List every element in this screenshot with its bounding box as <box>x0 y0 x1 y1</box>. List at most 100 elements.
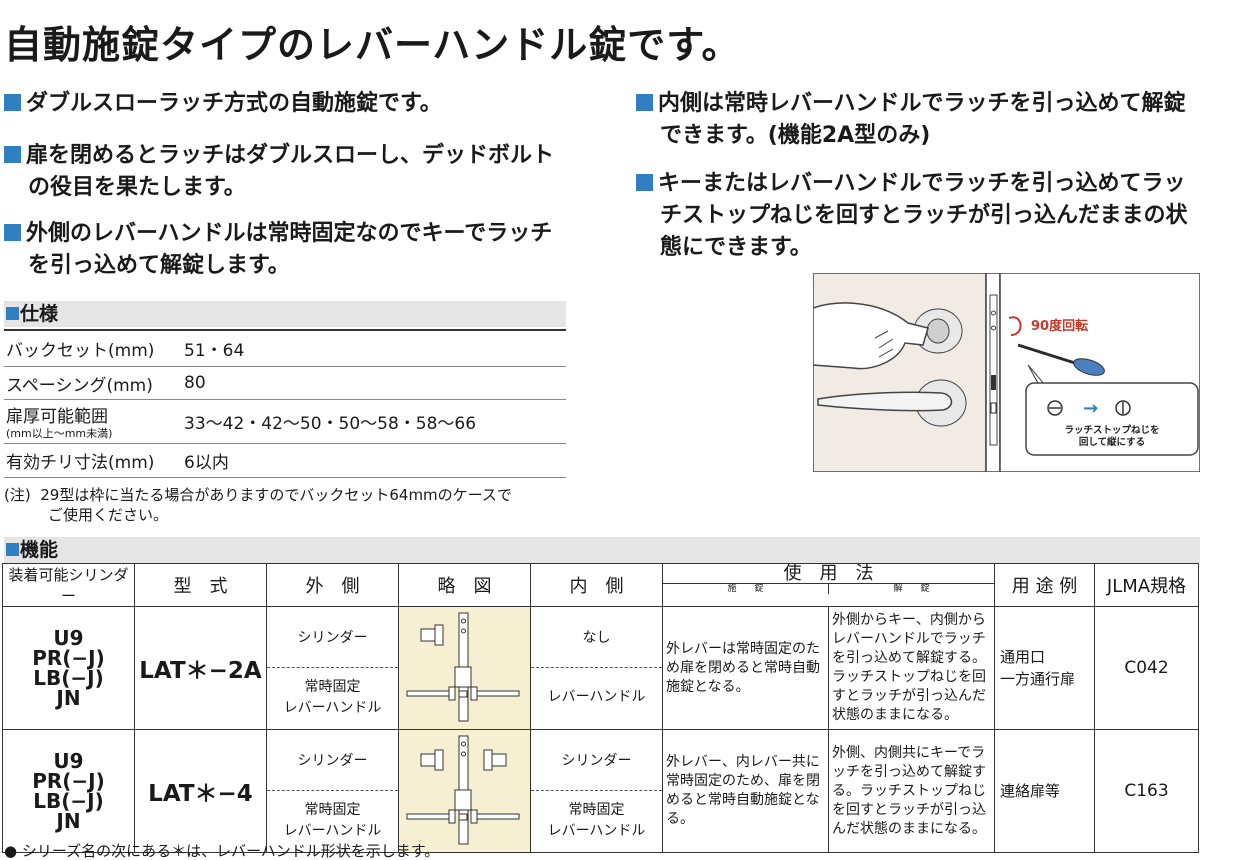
col-header: 内 側 <box>530 563 663 607</box>
inside-rose <box>470 809 478 824</box>
outside-lever-icon <box>406 813 450 820</box>
latch-stop-icon <box>458 690 468 698</box>
feature-text: 内側は常時レバーハンドルでラッチを引っ込めて解錠 <box>658 91 1186 116</box>
outside-bottom-line: 常時固定 <box>304 678 361 695</box>
horizontal-slot-icon <box>1047 400 1063 416</box>
cylinder-item: U9 <box>53 626 84 650</box>
note-prefix: (注) <box>4 486 31 504</box>
feature-item: キーまたはレバーハンドルでラッチを引っ込めてラッ チストップねじを回すとラッチが… <box>636 168 1188 264</box>
inside-bottom: レバーハンドル <box>531 668 662 727</box>
bullet-square-icon <box>4 94 21 111</box>
spec-label: バックセット(mm) <box>6 341 155 361</box>
table-header-row: 装着可能シリンダー 型 式 外 側 略 図 内 側 使 用 法 施 錠 解 錠 … <box>2 563 1199 607</box>
latch-bolt <box>991 375 996 390</box>
jlma-code: C042 <box>1094 606 1199 730</box>
spec-label: 有効チリ寸法(mm) <box>6 453 155 473</box>
inside-bottom-line: レバーハンドル <box>547 689 646 705</box>
spec-value: 51・64 <box>184 341 245 361</box>
latch-box <box>454 789 472 811</box>
feature-item: ダブルスローラッチ方式の自動施錠です。 <box>4 88 442 120</box>
use-example-line: 連絡扉等 <box>1000 782 1061 800</box>
feature-item: 外側のレバーハンドルは常時固定なのでキーでラッチ を引っ込めて解錠します。 <box>4 218 552 282</box>
spec-label-sub: (mm以上〜mm未満) <box>6 427 113 440</box>
note-text: ご使用ください。 <box>48 506 169 524</box>
col-header: 用 途 例 <box>994 563 1095 607</box>
lever-handle-icon <box>817 391 953 412</box>
feature-text: チストップねじを回すとラッチが引っ込んだままの状 <box>660 203 1188 228</box>
col-header-usage: 使 用 法 施 錠 解 錠 <box>662 563 995 607</box>
spec-row: 扉厚可能範囲(mm以上〜mm未満) 33〜42・42〜50・50〜58・58〜6… <box>4 400 566 444</box>
hand-icon <box>812 302 929 370</box>
cylinder-item: LB(−J) <box>33 666 104 690</box>
col-header: 略 図 <box>398 563 531 607</box>
cylinder-rose <box>434 624 444 646</box>
outside-bottom-line: レバーハンドル <box>283 822 382 839</box>
inside-bottom-line: 常時固定 <box>568 801 625 818</box>
page-title: 自動施錠タイプのレバーハンドル錠です。 <box>4 23 741 67</box>
function-heading: 機能 <box>4 537 1200 563</box>
feature-item: 内側は常時レバーハンドルでラッチを引っ込めて解錠 できます。(機能2A型のみ) <box>636 88 1186 152</box>
spec-label: スペーシング(mm) <box>6 375 153 396</box>
diagram-2a-svg <box>406 612 520 722</box>
usage-subheaders: 施 錠 解 錠 <box>663 583 994 594</box>
sub-header-lock: 施 錠 <box>663 584 829 594</box>
bullet-square-icon <box>4 146 21 163</box>
bullet-square-icon <box>6 543 19 556</box>
outside-bottom: 常時固定レバーハンドル <box>267 791 398 850</box>
inside-bottom-line: レバーハンドル <box>547 822 646 839</box>
outside-cylinder-icon <box>420 753 436 767</box>
feature-item: 扉を閉めるとラッチはダブルスローし、デッドボルト の役目を果たします。 <box>4 140 554 204</box>
feature-text: ダブルスローラッチ方式の自動施錠です。 <box>26 91 442 116</box>
inside-top: なし <box>531 609 662 668</box>
spec-value: 33〜42・42〜50・50〜58・58〜66 <box>184 414 477 434</box>
spec-heading-label: 仕様 <box>20 303 59 325</box>
lock-illustration: 90度回転 → ラッチストップねじを 回して縦にする <box>812 272 1201 473</box>
rotate-arrow-icon <box>1008 316 1022 336</box>
latch-stop-icon <box>458 813 468 821</box>
model-code: LAT＊−4 <box>134 729 267 853</box>
diagram-4-svg <box>406 735 520 845</box>
spec-label-main: 扉厚可能範囲 <box>6 407 108 427</box>
outside-rose <box>448 809 456 824</box>
col-header: 外 側 <box>266 563 399 607</box>
cylinder-item: PR(−J) <box>32 646 105 670</box>
outside-rose <box>448 686 456 701</box>
col-header: 装着可能シリンダー <box>2 563 135 607</box>
rotate-label: 90度回転 <box>1031 318 1088 334</box>
feature-text: の役目を果たします。 <box>28 175 246 200</box>
jlma-code: C163 <box>1094 729 1199 853</box>
cylinder-rose <box>434 749 444 771</box>
col-header: JLMA規格 <box>1094 563 1199 607</box>
outside-bottom-line: レバーハンドル <box>283 699 382 716</box>
bullet-square-icon <box>4 224 21 241</box>
feature-text: を引っ込めて解錠します。 <box>28 253 290 278</box>
table-row: U9 PR(−J) LB(−J) JN LAT＊−4 シリンダー 常時固定レバー… <box>2 729 1199 853</box>
cylinder-list: U9 PR(−J) LB(−J) JN <box>2 729 135 853</box>
bullet-square-icon <box>6 307 19 320</box>
inside-bottom: 常時固定レバーハンドル <box>531 791 662 850</box>
function-table: 装着可能シリンダー 型 式 外 側 略 図 内 側 使 用 法 施 錠 解 錠 … <box>2 563 1199 853</box>
inside-cell: シリンダー 常時固定レバーハンドル <box>530 729 663 853</box>
cylinder-list: U9 PR(−J) LB(−J) JN <box>2 606 135 730</box>
callout-text: ラッチストップねじを <box>1064 424 1159 436</box>
inside-cell: なし レバーハンドル <box>530 606 663 730</box>
footnote: ● シリーズ名の次にある＊は、レバーハンドル形状を示します。 <box>4 842 440 860</box>
col-header: 型 式 <box>134 563 267 607</box>
latch-box <box>454 666 472 688</box>
table-row: U9 PR(−J) LB(−J) JN LAT＊−2A シリンダー 常時固定レバ… <box>2 606 1199 730</box>
spec-value: 6以内 <box>184 453 229 473</box>
inside-top: シリンダー <box>531 732 662 791</box>
cylinder-item: LB(−J) <box>33 789 104 813</box>
spec-label: 扉厚可能範囲(mm以上〜mm未満) <box>4 402 184 441</box>
use-example: 連絡扉等 <box>994 729 1095 853</box>
face-plate <box>989 294 998 446</box>
screw-icon <box>461 618 466 624</box>
outside-bottom-line: 常時固定 <box>304 801 361 818</box>
inside-cylinder-icon <box>491 753 507 767</box>
screwdriver-shaft <box>1017 343 1076 365</box>
feature-text: 扉を閉めるとラッチはダブルスローし、デッドボルト <box>26 143 555 168</box>
screw-icon <box>991 310 996 316</box>
hand-fingers <box>874 330 894 358</box>
feature-text: できます。(機能2A型のみ) <box>660 123 931 148</box>
latch-stop-screw <box>990 402 997 414</box>
